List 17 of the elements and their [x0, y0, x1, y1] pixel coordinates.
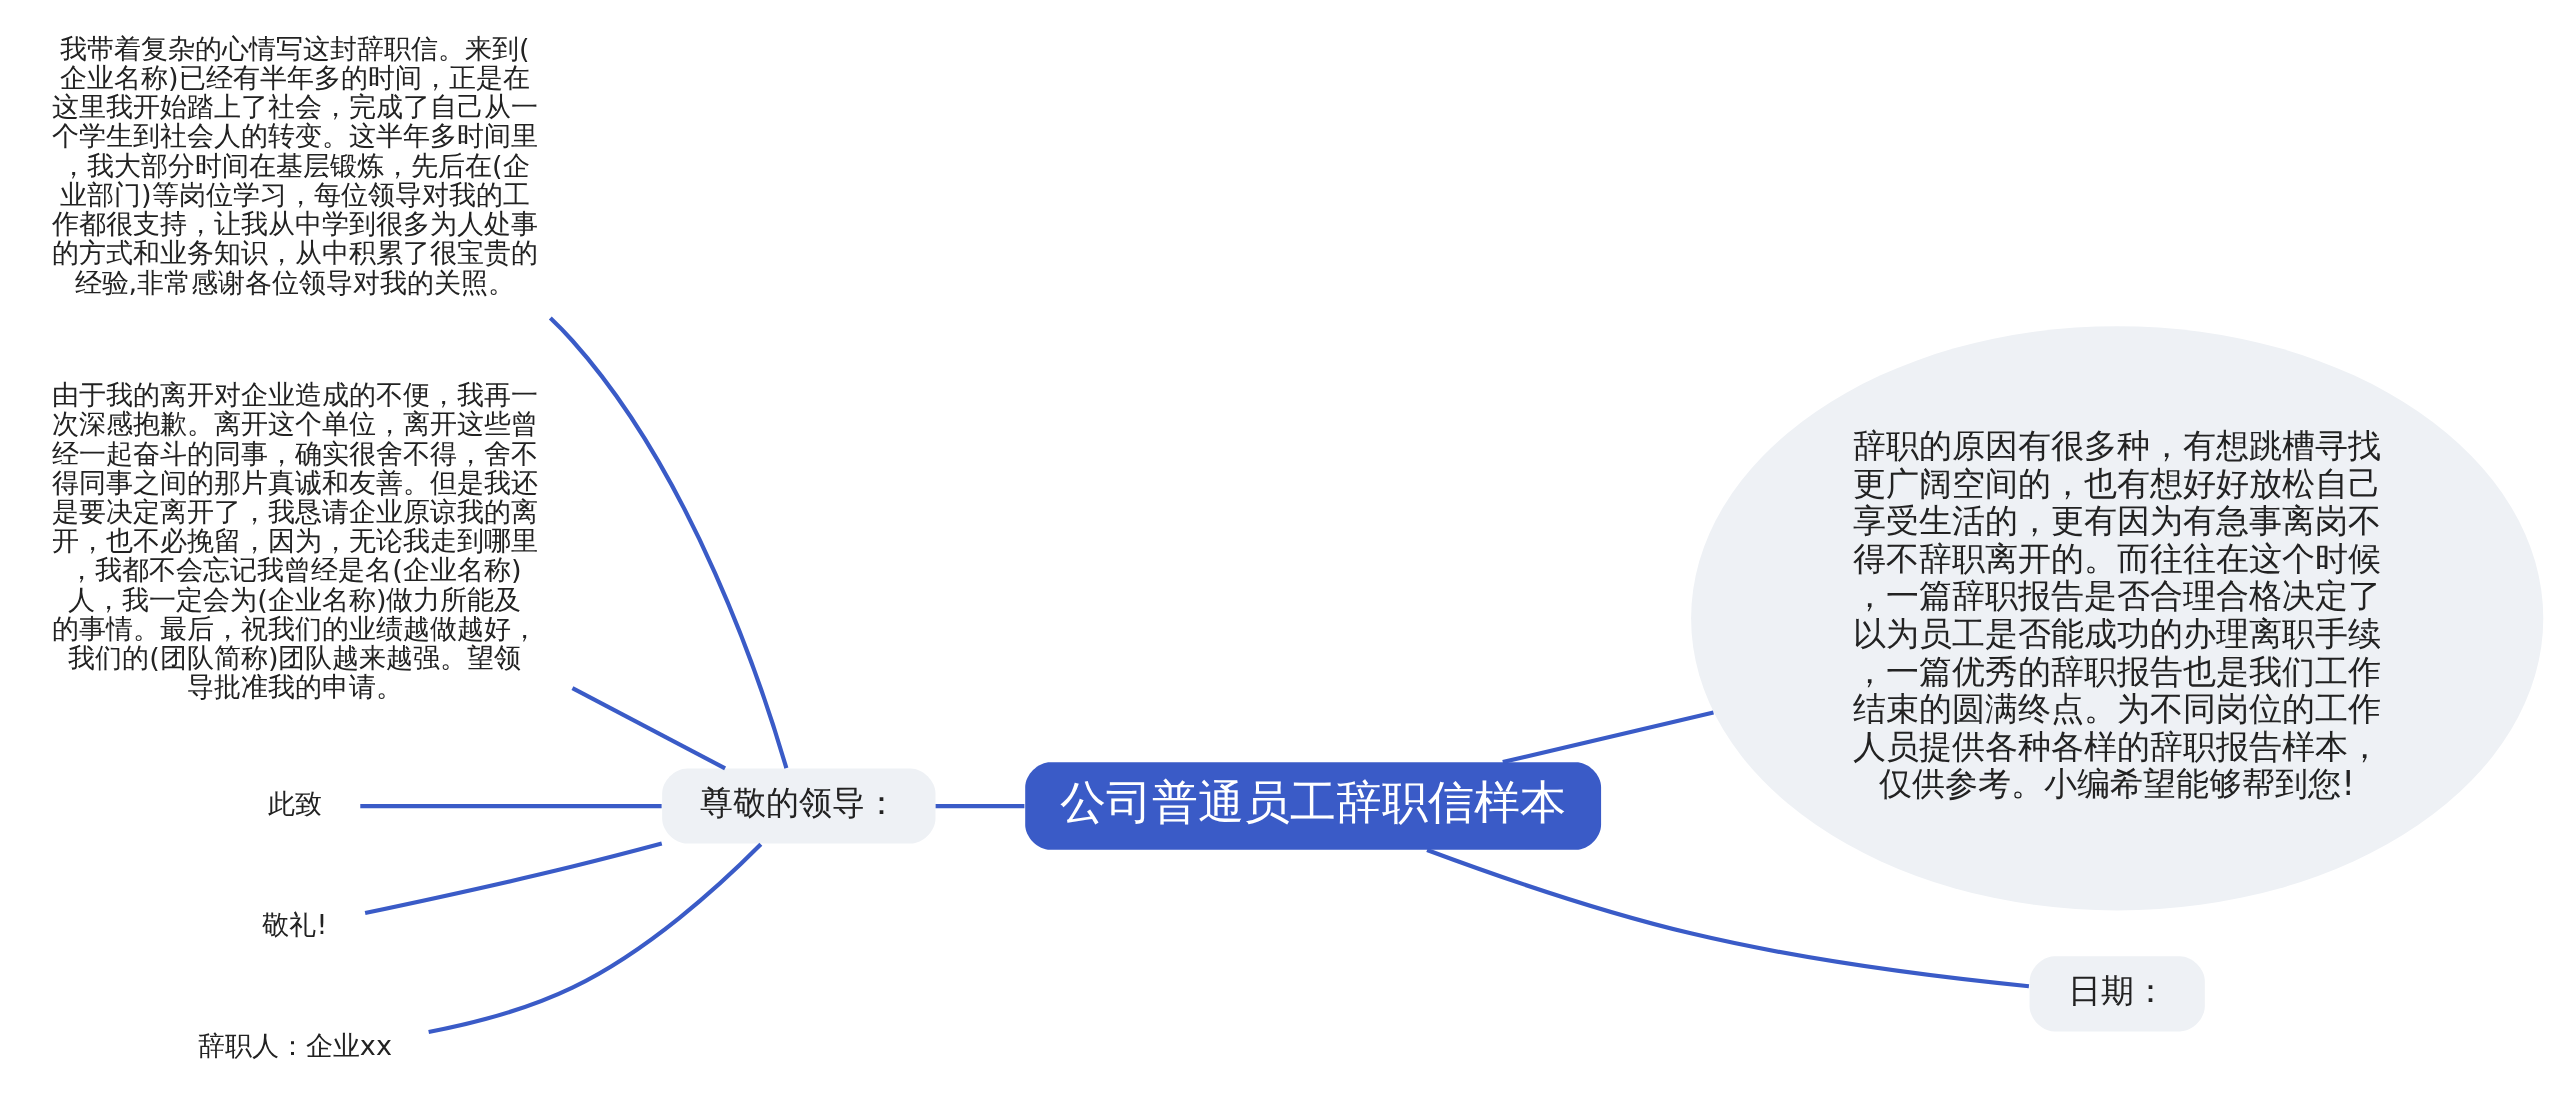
node-text: 我带着复杂的心情写这封辞职信。来到(企业名称)已经有半年多的时间，正是在这里我开始踏上了社会，完成了自己从一个学生到社会人的转变。这半年多时间里，我大部分时间在基层锻炼，先后在(企业部门)等岗位学习，每位领导对我的工作都很支持，让我从中学到很多为人处事的方式和业务知识，从中积累了很宝贵的经验,非常感谢各位领导对我的关照。	[51, 32, 538, 298]
node-text: 由于我的离开对企业造成的不便，我再一次深感抱歉。离开这个单位，离开这些曾经一起奋斗的同事，确实很舍不得，舍不得同事之间的那片真诚和友善。但是我还是要决定离开了，我恳请企业原谅我的离开，也不必挽留，因为，无论我走到哪里，我都不会忘记我曾经是名(企业名称)人，我一定会为(企业名称)做力所能及的事情。最后，祝我们的业绩越做越好，我们的(团队简称)团队越来越强。望领导批准我的申请。	[51, 379, 538, 703]
connector	[427, 842, 762, 1035]
connector	[359, 803, 662, 809]
connector	[1501, 710, 1714, 765]
connector	[935, 803, 1024, 809]
node-box: 公司普通员工辞职信样本	[1024, 762, 1601, 850]
connector	[570, 686, 726, 771]
connector	[1425, 848, 2029, 989]
node-text: 此致	[267, 788, 322, 820]
node-text: 敬礼!	[261, 909, 327, 941]
node-ellipse: 辞职的原因有很多种，有想跳槽寻找更广阔空间的，也有想好好放松自己享受生活的，更有因为有急事离岗不得不辞职离开的。而往往在这个时候，一篇辞职报告是否合理合格决定了以为员工是否能成功的办理离职手续，一篇优秀的辞职报告也是我们工作结束的圆满终点。为不同岗位的工作人员提供各种各样的辞职报告样本，仅供参考。小编希望能够帮到您!	[1690, 326, 2543, 911]
connector	[548, 316, 788, 769]
connector	[364, 841, 662, 916]
node-box: 日期：	[2029, 956, 2205, 1032]
node-text: 辞职人：企业xx	[197, 1030, 392, 1062]
node-box: 尊敬的领导：	[661, 768, 935, 844]
